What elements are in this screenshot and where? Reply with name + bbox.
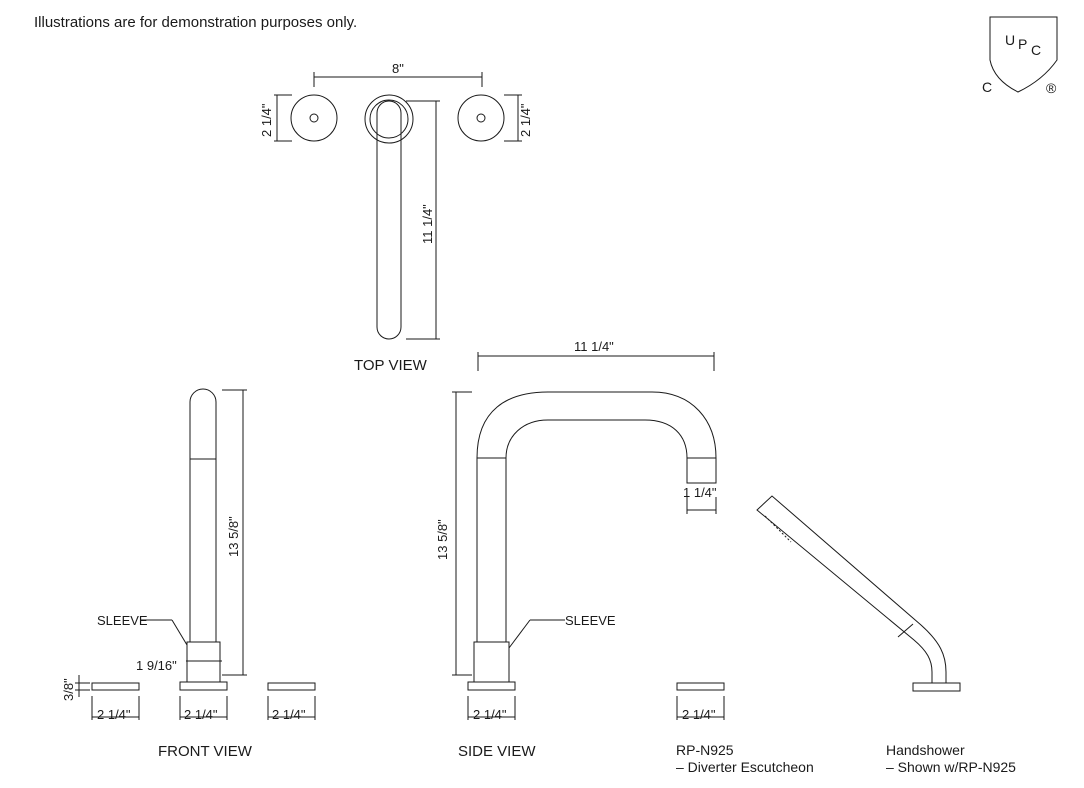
disclaimer-text: Illustrations are for demonstration purp…: [34, 14, 357, 31]
handshower-label-line2: – Shown w/RP-N925: [886, 759, 1016, 775]
top-dim-left-handle: 2 1/4": [259, 103, 274, 137]
side-view: 11 1/4" 13 5/8" 1 1/4" SLEEVE 2 1/4" SID…: [435, 339, 717, 760]
diverter-label-line2: – Diverter Escutcheon: [676, 759, 814, 775]
side-dim-outlet: 1 1/4": [683, 485, 717, 500]
top-right-handle: [457, 94, 505, 142]
front-dim-base-right: 2 1/4": [272, 707, 306, 722]
front-view: 13 5/8" SLEEVE 1 9/16" 3/8" 2 1/4" 2 1/4…: [61, 388, 316, 760]
handshower-body: [756, 495, 947, 684]
side-view-label: SIDE VIEW: [458, 743, 536, 760]
front-sleeve-label: SLEEVE: [97, 613, 148, 628]
front-dim-base-center: 2 1/4": [184, 707, 218, 722]
handshower-base: [912, 682, 961, 692]
side-sleeve-label: SLEEVE: [565, 613, 616, 628]
top-spout: [376, 100, 402, 340]
front-dim-sleeve: 1 9/16": [136, 658, 177, 673]
upc-letter-c: C: [1031, 42, 1041, 58]
diverter-label-line1: RP-N925: [676, 742, 734, 758]
top-dim-spout-length: 11 1/4": [420, 204, 435, 244]
cert-left-letter: C: [982, 79, 992, 95]
front-base-right: [267, 682, 316, 691]
front-base-center: [179, 681, 228, 691]
upc-certification-mark: U P C C ®: [982, 16, 1058, 96]
front-dim-base-height: 3/8": [61, 678, 76, 701]
upc-letter-p: P: [1018, 36, 1027, 52]
handshower-label-line1: Handshower: [886, 742, 965, 758]
diverter-base: [676, 682, 725, 691]
side-dim-reach: 11 1/4": [574, 339, 614, 354]
front-spout: [189, 388, 217, 643]
diverter-escutcheon: 2 1/4" RP-N925 – Diverter Escutcheon: [676, 682, 814, 775]
top-dim-right-handle: 2 1/4": [518, 103, 533, 137]
top-left-handle: [290, 94, 338, 142]
side-base: [467, 681, 516, 691]
diverter-dim-base: 2 1/4": [682, 707, 716, 722]
upc-shield-icon: [989, 16, 1058, 93]
upc-letter-u: U: [1005, 32, 1015, 48]
side-sleeve: [473, 641, 510, 683]
top-dim-width: 8": [392, 61, 404, 76]
front-base-left: [91, 682, 140, 691]
handshower: Handshower – Shown w/RP-N925: [756, 495, 1016, 775]
top-spout-base: [364, 94, 414, 144]
front-view-label: FRONT VIEW: [158, 743, 253, 760]
top-view: 8" 2 1/4" 2 1/4" 11 1/4" TOP VIEW: [259, 61, 533, 374]
front-dim-base-left: 2 1/4": [97, 707, 131, 722]
side-dim-base: 2 1/4": [473, 707, 507, 722]
front-sleeve: [186, 641, 221, 683]
top-view-label: TOP VIEW: [354, 357, 428, 374]
side-spout: [476, 391, 717, 642]
registered-symbol: ®: [1046, 80, 1057, 96]
side-dim-height: 13 5/8": [435, 519, 450, 560]
front-dim-height: 13 5/8": [226, 516, 241, 557]
